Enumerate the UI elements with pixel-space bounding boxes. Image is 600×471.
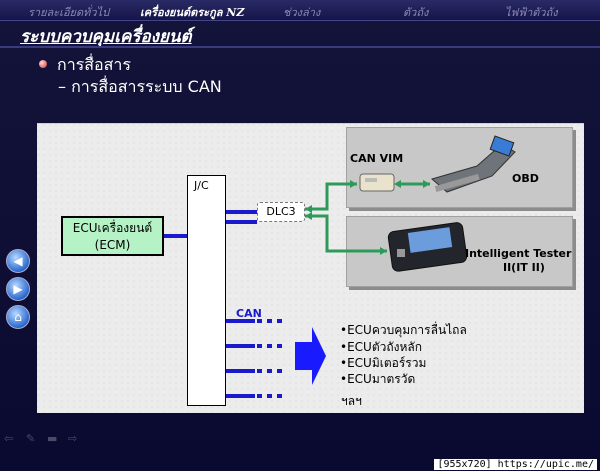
junction-connector-box [187, 175, 226, 406]
prev-button[interactable]: ◀ [6, 249, 30, 273]
ecu-list-item: •ECUควบคุมการลื่นไถล [340, 323, 467, 337]
can-vim-device-icon [359, 173, 395, 192]
tester-label: Intelligent Tester [465, 247, 572, 260]
back-tool-icon[interactable]: ⇦ [4, 432, 14, 445]
watermark: [955x720] https://upic.me/ [434, 459, 597, 470]
page-title: ระบบควบคุมเครื่องยนต์ [20, 27, 192, 47]
bullet-icon [39, 60, 47, 68]
pen-tool-icon[interactable]: ✎ [26, 432, 36, 445]
tab-engine-nz[interactable]: เครื่องยนต์ตระกูล NZ [140, 3, 244, 21]
obd-label: OBD [512, 172, 539, 185]
tab-body-electrical[interactable]: ไฟฟ้าตัวถัง [505, 6, 558, 19]
ecu-list-item: •ECUมาตรวัด [340, 372, 416, 386]
jc-label: J/C [194, 179, 209, 192]
obd-scanner-icon [430, 135, 516, 193]
ecu-engine-box: ECUเครื่องยนต์ (ECM) [61, 216, 164, 256]
home-icon: ⌂ [14, 310, 22, 324]
title-divider [0, 46, 600, 48]
tab-bar: รายละเอียดทั่วไป เครื่องยนต์ตระกูล NZ ช่… [0, 0, 600, 21]
can-vim-label: CAN VIM [350, 152, 404, 165]
home-button[interactable]: ⌂ [6, 305, 30, 329]
arrow-right-icon: ▶ [13, 282, 23, 296]
tab-chassis[interactable]: ช่วงล่าง [283, 6, 321, 19]
ecu-list-more: ฯลฯ [341, 394, 362, 408]
intelligent-tester-icon [387, 222, 468, 272]
next-button[interactable]: ▶ [6, 277, 30, 301]
tester-code-label: II(IT II) [503, 261, 545, 274]
wiring-lines [164, 135, 516, 398]
arrow-left-icon: ◀ [13, 254, 23, 268]
tab-body[interactable]: ตัวถัง [403, 6, 429, 19]
can-label: CAN [236, 307, 262, 320]
big-arrow-icon [295, 327, 326, 385]
ecu-engine-label: ECUเครื่องยนต์ [72, 221, 153, 235]
can-vim-group [346, 127, 573, 208]
ecu-list-item: •ECUมิเตอร์รวม [340, 356, 427, 370]
dlc3-connector: DLC3 [257, 202, 305, 222]
ecu-engine-code: (ECM) [94, 238, 131, 252]
tab-general[interactable]: รายละเอียดทั่วไป [28, 6, 110, 19]
bullet-sub: – การสื่อสารระบบ CAN [58, 77, 222, 96]
menu-tool-icon[interactable]: ▬ [47, 432, 58, 445]
can-diagram: ECUเครื่องยนต์ (ECM) J/C DLC3 CAN VIM OB… [37, 123, 584, 413]
bullet-main: การสื่อสาร [57, 55, 131, 74]
ecu-list-item: •ECUตัวถังหลัก [340, 340, 423, 354]
forward-tool-icon[interactable]: ⇨ [68, 432, 78, 445]
